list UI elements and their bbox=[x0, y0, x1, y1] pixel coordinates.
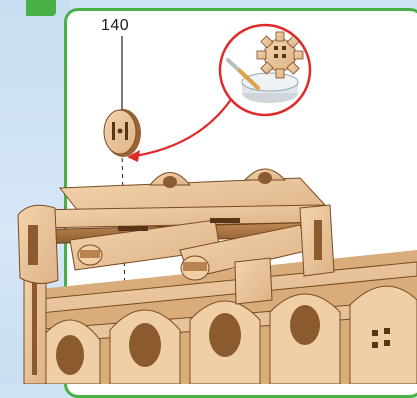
glue-detail-callout bbox=[220, 25, 310, 115]
part-140-disk bbox=[104, 109, 141, 157]
assembly-illustration bbox=[0, 0, 417, 384]
wooden-gear-icon bbox=[257, 32, 303, 78]
glue-dish-icon bbox=[242, 73, 298, 103]
detail-arrow bbox=[135, 98, 232, 156]
part-number-label: 140 bbox=[101, 17, 129, 35]
